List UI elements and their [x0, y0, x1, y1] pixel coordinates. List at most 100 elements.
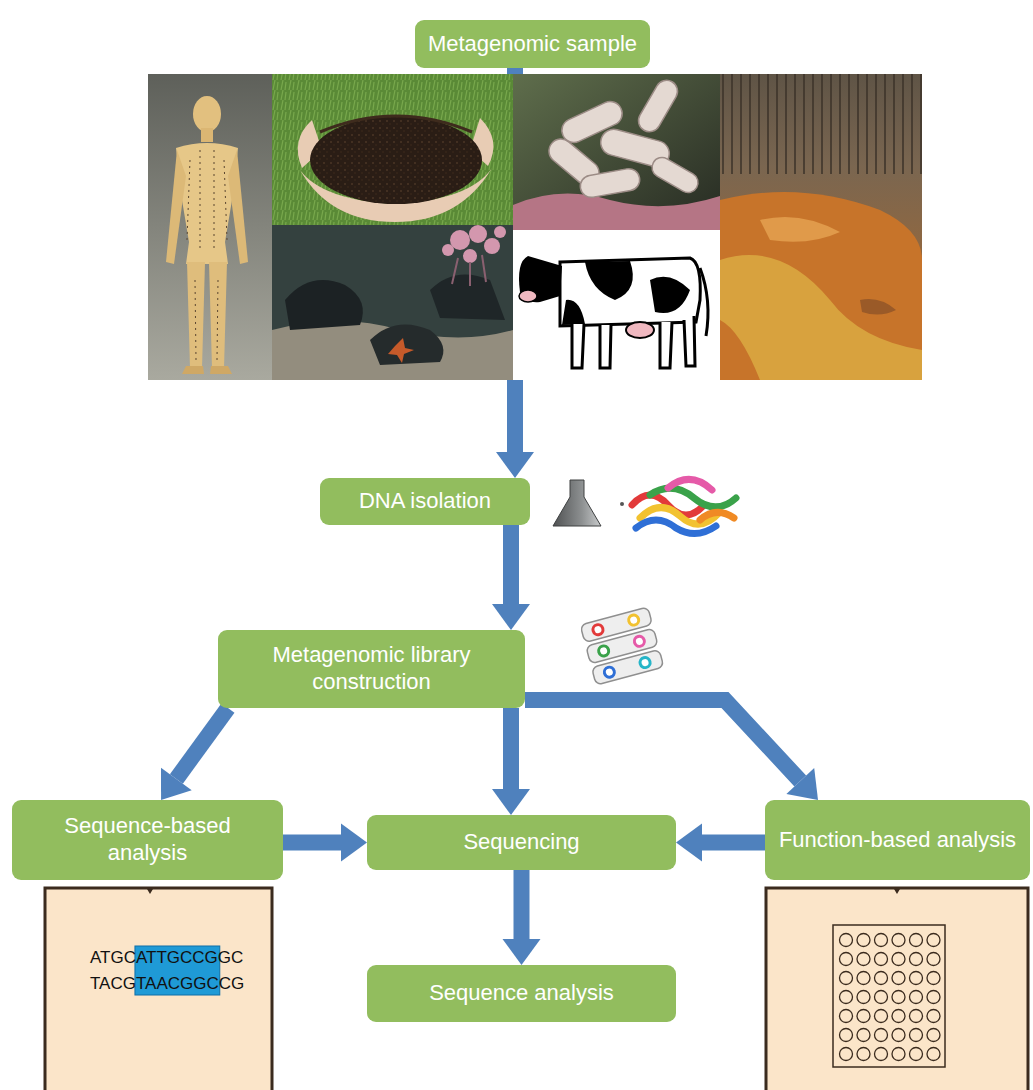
deep-sea-photo-part	[272, 321, 513, 380]
node-label: Metagenomic sample	[425, 31, 640, 58]
well-plate-part	[875, 1010, 888, 1023]
deep-sea-photo-part	[442, 225, 506, 263]
well-plate-part	[840, 934, 853, 947]
dna-strands-icon	[620, 479, 736, 533]
bacteria-micrograph-part-part	[634, 76, 681, 135]
deep-sea-photo	[272, 225, 513, 380]
arrow-head	[786, 768, 818, 800]
well-plate-part	[857, 991, 870, 1004]
well-plate-part	[840, 1048, 853, 1061]
well-plate-part	[910, 934, 923, 947]
cow-drawing-part	[560, 258, 700, 326]
arrow-head	[161, 768, 192, 800]
well-plate-part	[927, 934, 940, 947]
river-photo-part	[720, 74, 922, 174]
human-body-photo-part	[166, 150, 186, 264]
well-plate-part	[910, 1048, 923, 1061]
arrow-shaft	[702, 835, 765, 851]
deep-sea-photo-part	[285, 280, 363, 330]
library-clones-icon-part-part	[592, 624, 604, 636]
cow-drawing-part	[519, 290, 537, 302]
arrow-head	[492, 604, 530, 630]
river-photo-part	[720, 192, 922, 380]
library-clones-icon-part-part	[598, 645, 610, 657]
node-label: Sequence analysis	[377, 980, 666, 1007]
well-plate-part	[875, 991, 888, 1004]
library-clones-icon-part	[580, 607, 664, 685]
well-plate-part	[892, 953, 905, 966]
library-clones-icon-part-part	[628, 614, 640, 626]
arrow-shaft	[525, 700, 800, 781]
bacteria-micrograph-part-part	[579, 167, 642, 199]
flow-arrow	[161, 708, 228, 800]
cow-drawing-part	[700, 268, 708, 336]
deep-sea-photo-part-part	[442, 244, 454, 256]
human-body-photo-part	[187, 150, 227, 360]
well-plate-part	[927, 1029, 940, 1042]
well-plate-part	[892, 972, 905, 985]
library-clones-icon-part-part	[633, 635, 645, 647]
analysis-box: Function-based analysis	[765, 800, 1030, 880]
flask-icon-part	[553, 480, 601, 526]
deep-sea-photo-part	[370, 324, 443, 365]
flow-arrow	[676, 824, 765, 862]
arrow-head	[676, 824, 702, 862]
human-body-photo	[148, 74, 272, 380]
node-label: Function-based analysis	[775, 827, 1020, 854]
flow-arrow	[525, 700, 818, 800]
sequence-panel	[45, 888, 272, 1090]
process-box: Metagenomic library construction	[218, 630, 525, 708]
well-plate-part	[875, 953, 888, 966]
well-plate-part	[857, 1029, 870, 1042]
cow-drawing-part	[562, 261, 690, 325]
arrow-shaft	[283, 835, 341, 851]
well-plate-part	[857, 1010, 870, 1023]
flow-arrow	[503, 870, 541, 965]
river-photo-part	[720, 74, 922, 380]
node-label: Sequencing	[377, 829, 666, 856]
dna-sequence: ATGCATTGCCGGC	[90, 948, 243, 968]
dna-strands-icon-part	[620, 502, 624, 506]
dna-strands-icon-part	[636, 520, 716, 534]
arrow-shaft	[176, 708, 228, 779]
human-body-photo-part	[209, 262, 227, 368]
well-plate-part	[892, 934, 905, 947]
sequence-panel-part	[147, 889, 153, 894]
well-plate-part	[927, 972, 940, 985]
river-photo-part	[860, 299, 896, 314]
soil-photo-part	[272, 74, 513, 225]
well-plate-part	[927, 991, 940, 1004]
river-photo	[720, 74, 922, 380]
deep-sea-photo-part	[272, 225, 513, 380]
human-body-photo-part	[193, 96, 221, 132]
arrow-shaft	[503, 525, 519, 604]
bacteria-micrograph-part	[544, 76, 702, 199]
soil-photo-part	[320, 116, 472, 132]
cow-drawing-part	[626, 322, 654, 338]
process-box: Sequence analysis	[367, 965, 676, 1022]
cow-drawing	[513, 230, 720, 380]
library-clones-icon-part	[592, 614, 651, 678]
analysis-box: Sequence-based analysis	[12, 800, 283, 880]
cow-drawing-part	[519, 256, 562, 302]
arrow-head	[341, 824, 367, 862]
well-plate	[840, 934, 941, 1061]
well-plate-part	[910, 991, 923, 1004]
node-label: Metagenomic library construction	[228, 642, 515, 696]
function-panel	[766, 888, 1028, 1090]
library-clones-icon-part-part	[603, 666, 615, 678]
dna-strands-icon-part	[668, 479, 712, 490]
arrow-shaft	[514, 870, 530, 939]
human-body-photo-part	[201, 128, 213, 142]
well-plate-part	[875, 1048, 888, 1061]
well-plate-part	[910, 1029, 923, 1042]
river-photo-part	[720, 255, 922, 380]
human-body-photo-part	[228, 150, 248, 264]
sequence-panel-part	[45, 888, 272, 1090]
well-plate-part	[857, 1048, 870, 1061]
highlight-layer	[135, 946, 220, 995]
sample-photo-collage	[148, 74, 922, 380]
arrow-head	[496, 452, 534, 478]
